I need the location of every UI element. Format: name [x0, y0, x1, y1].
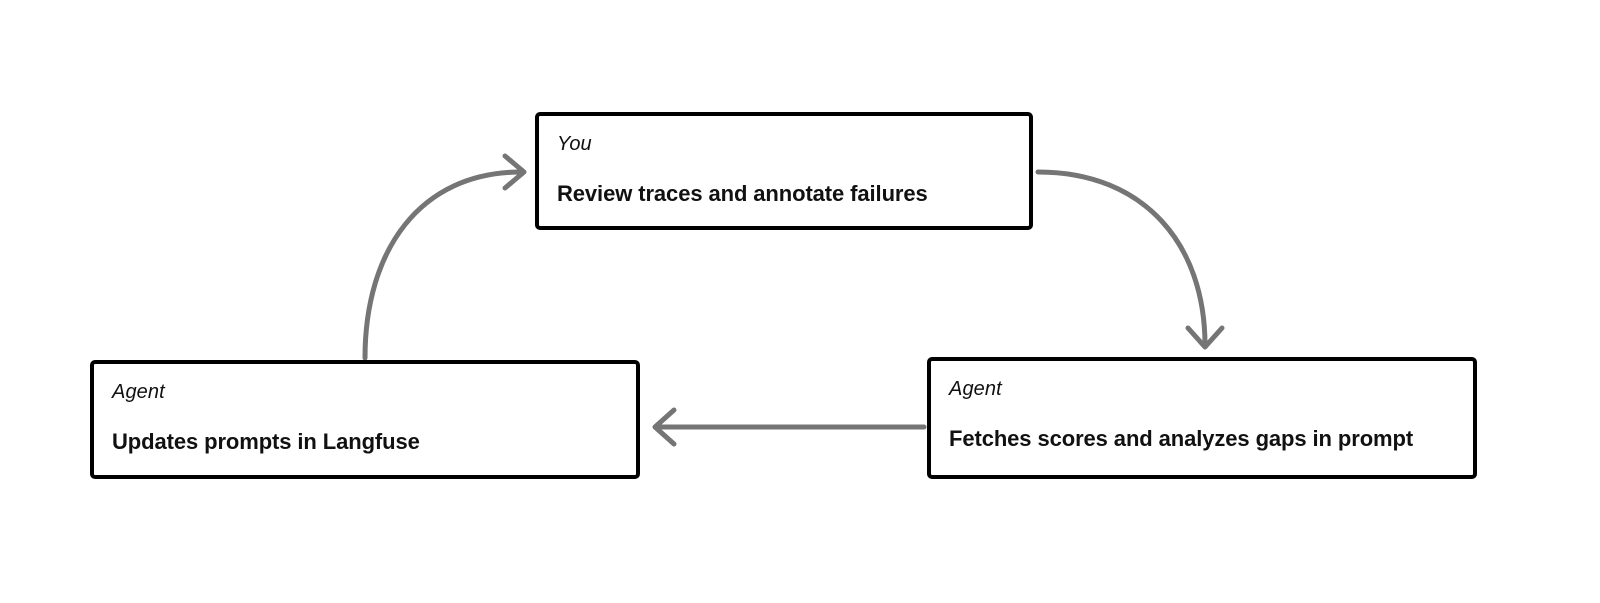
node-role-label: You: [557, 133, 592, 155]
node-agent-fetches-scores[interactable]: Agent Fetches scores and analyzes gaps i…: [927, 357, 1477, 479]
node-title-label: Updates prompts in Langfuse: [112, 429, 420, 454]
node-title-label: Review traces and annotate failures: [557, 181, 928, 206]
node-agent-updates-prompts[interactable]: Agent Updates prompts in Langfuse: [90, 360, 640, 479]
node-title-label: Fetches scores and analyzes gaps in prom…: [949, 426, 1414, 451]
node-you-review-traces[interactable]: You Review traces and annotate failures: [535, 112, 1033, 230]
edge-bottom-left-to-top: [362, 153, 527, 361]
node-role-label: Agent: [949, 378, 1002, 400]
edge-top-to-bottom-right: [1035, 169, 1225, 350]
node-role-label: Agent: [112, 381, 165, 403]
edge-bottom-right-to-bottom-left: [652, 407, 927, 447]
